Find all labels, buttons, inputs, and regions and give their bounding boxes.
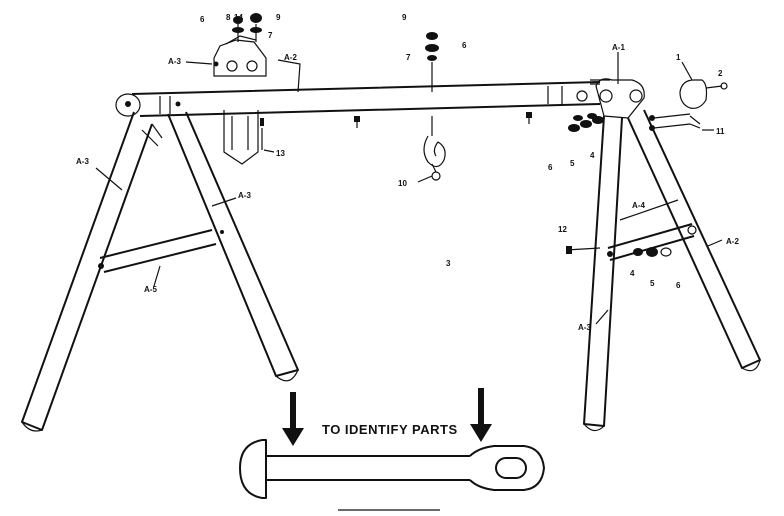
label-part-9b: 9	[402, 13, 407, 22]
identify-parts-caption: TO IDENTIFY PARTS	[322, 422, 458, 437]
label-a3-left-inner: A-3	[238, 191, 251, 200]
leader-lines	[95, 52, 723, 325]
label-part-7a: 7	[268, 31, 273, 40]
bolt-part-12	[565, 246, 601, 254]
label-part-2: 2	[718, 69, 723, 78]
label-part-4b: 4	[630, 269, 635, 278]
top-bar-bolts	[354, 112, 532, 128]
label-part-9a: 9	[276, 13, 281, 22]
top-bar-tube	[115, 79, 610, 117]
end-cap-part-1	[679, 79, 728, 109]
label-a4: A-4	[632, 201, 645, 210]
down-arrow-icon	[470, 388, 492, 442]
part-labels: A-1 A-2 A-2 A-3 A-3 A-3 A-3 A-4 A-5 1 2 …	[76, 13, 739, 332]
left-a-frame	[21, 111, 299, 432]
label-part-5b: 5	[650, 279, 655, 288]
swing-hanger-clamp	[213, 35, 267, 165]
swing-bolt-illustration	[239, 439, 545, 499]
label-part-1: 1	[676, 53, 681, 62]
label-part-11: 11	[716, 127, 725, 136]
label-a2-top: A-2	[284, 53, 297, 62]
label-part-10: 10	[398, 179, 407, 188]
clamp-hardware-stack	[232, 13, 262, 42]
right-washer-set	[568, 113, 604, 132]
label-part-13: 13	[276, 149, 285, 158]
label-a3-hanger: A-3	[168, 57, 181, 66]
label-a3-left-outer: A-3	[76, 157, 89, 166]
label-part-12: 12	[558, 225, 567, 234]
right-a-frame	[583, 78, 761, 432]
label-part-6a: 6	[462, 41, 467, 50]
label-part-6b: 6	[548, 163, 553, 172]
label-part-6c: 6	[676, 281, 681, 290]
lower-washer-set	[633, 247, 672, 257]
label-a1: A-1	[612, 43, 625, 52]
label-part-4a: 4	[590, 151, 595, 160]
label-a3-right: A-3	[578, 323, 591, 332]
label-a5: A-5	[144, 285, 157, 294]
bolts-part-11	[649, 113, 701, 131]
label-part-6d: 6	[200, 15, 205, 24]
down-arrow-icon	[282, 392, 304, 446]
label-part-14: 14	[234, 13, 243, 22]
label-part-8: 8	[226, 13, 231, 22]
stray-mark: 3	[446, 259, 451, 268]
label-part-7b: 7	[406, 53, 411, 62]
label-part-5a: 5	[570, 159, 575, 168]
identify-parts-inset: TO IDENTIFY PARTS	[239, 388, 545, 511]
center-hanger-hardware	[423, 32, 446, 181]
label-a2-right: A-2	[726, 237, 739, 246]
